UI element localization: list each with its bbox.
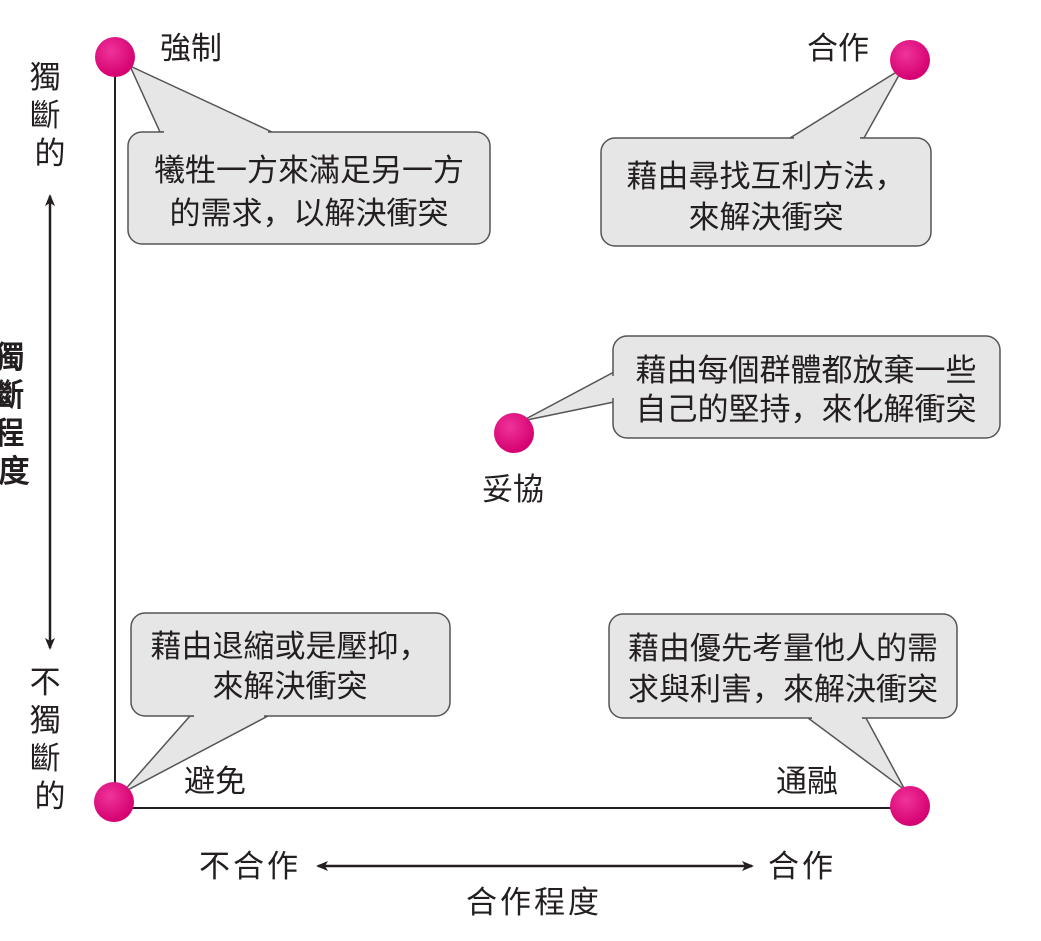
- bubble-avoiding-line-2: 來解決衝突: [213, 669, 368, 705]
- dot-collaborating: [890, 40, 930, 80]
- bubble-compromising: 藉由每個群體都放棄一些 自己的堅持，來化解衝突: [521, 335, 1001, 439]
- y-top-label: 獨 斷 的: [30, 60, 71, 172]
- bubble-collaborating-line-1: 藉由尋找互利方法，: [627, 159, 906, 195]
- dot-accommodating: [890, 786, 930, 826]
- bubble-collaborating: 藉由尋找互利方法， 來解決衝突: [600, 65, 932, 247]
- label-forcing: 強制: [160, 31, 222, 67]
- dot-avoiding: [94, 782, 134, 822]
- y-axis-title: 獨 斷 程 度: [0, 340, 35, 490]
- bubble-accommodating-line-1: 藉由優先考量他人的需: [628, 631, 938, 667]
- label-accommodating: 通融: [776, 764, 838, 800]
- x-axis-title: 合作程度: [466, 885, 602, 921]
- y-bottom-label: 不 獨 斷 的: [30, 665, 71, 815]
- bubble-avoiding: 藉由退縮或是壓抑， 來解決衝突: [121, 612, 451, 794]
- bubble-compromising-line-2: 自己的堅持，來化解衝突: [636, 392, 977, 428]
- x-left-label: 不合作: [199, 849, 301, 885]
- dot-forcing: [95, 37, 135, 77]
- bubble-forcing: 犧牲一方來滿足另一方 的需求，以解決衝突: [127, 64, 491, 245]
- bubble-forcing-line-1: 犧牲一方來滿足另一方: [154, 153, 464, 189]
- x-right-label: 合作: [768, 849, 836, 885]
- bubble-accommodating-line-2: 求與利害，來解決衝突: [628, 672, 938, 708]
- label-avoiding: 避免: [184, 764, 246, 800]
- bubble-accommodating: 藉由優先考量他人的需 求與利害，來解決衝突: [608, 613, 958, 791]
- bubble-forcing-line-2: 的需求，以解決衝突: [170, 196, 449, 232]
- label-collaborating: 合作: [807, 31, 869, 67]
- bubble-collaborating-line-2: 來解決衝突: [689, 200, 844, 236]
- bubble-compromising-line-1: 藉由每個群體都放棄一些: [636, 353, 977, 389]
- dot-compromising: [494, 413, 534, 453]
- bubble-avoiding-line-1: 藉由退縮或是壓抑，: [151, 629, 430, 665]
- label-compromising: 妥協: [482, 472, 544, 508]
